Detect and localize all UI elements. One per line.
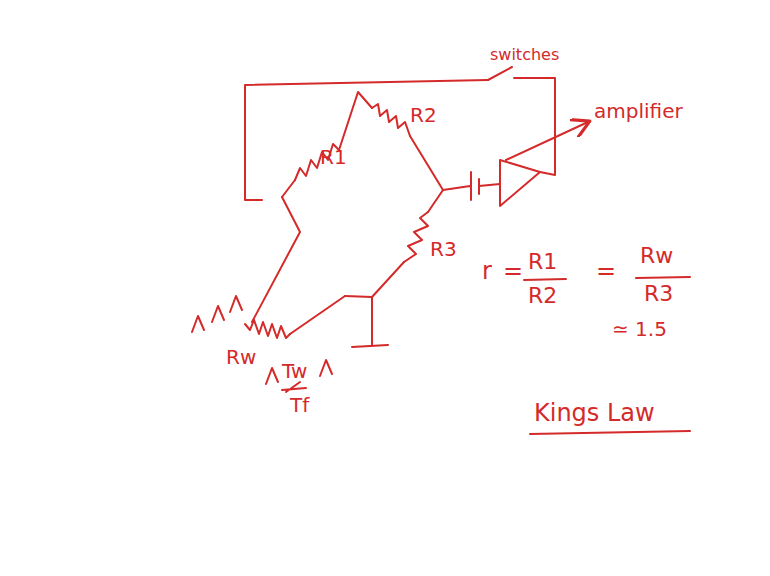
feedback-wire	[514, 78, 555, 175]
equation-term: =	[596, 258, 616, 284]
fraction-bar	[282, 382, 306, 392]
bridge-wire	[282, 180, 295, 197]
equation-term: R2	[528, 284, 557, 308]
annotation: amplifier	[594, 100, 683, 122]
resistor-symbol	[245, 320, 290, 338]
resistor-label: R1	[320, 146, 347, 168]
switch-symbol	[488, 67, 512, 80]
equation-term: ≃ 1.5	[612, 318, 667, 340]
flow-arrow	[266, 360, 332, 384]
temperature-label: Tw	[282, 360, 307, 382]
bridge-wire	[345, 262, 404, 297]
amplifier-symbol	[500, 160, 540, 206]
resistor-symbol	[404, 212, 428, 262]
bridge-wire	[410, 136, 443, 212]
leader-arrow	[506, 122, 588, 160]
equation-term: r	[482, 258, 492, 284]
flow-arrow	[192, 296, 242, 332]
feedback-wire	[245, 80, 488, 200]
temperature-label: Tf	[290, 394, 309, 416]
bridge-wire	[339, 92, 372, 150]
resistor-label: R2	[410, 104, 437, 126]
annotation: switches	[490, 46, 559, 64]
probe-wire	[252, 197, 300, 322]
underline	[530, 431, 690, 434]
resistor-label: Rw	[226, 346, 256, 368]
battery-symbol	[443, 172, 500, 200]
fraction-bar	[636, 277, 690, 278]
note: Kings Law	[534, 400, 655, 426]
ground-symbol	[352, 297, 388, 347]
resistor-label: R3	[430, 238, 457, 260]
equation-term: R3	[644, 282, 673, 306]
equation-term: R1	[528, 250, 557, 274]
equation-term: =	[503, 258, 523, 284]
resistor-symbol	[372, 104, 410, 136]
equation-term: Rw	[640, 244, 673, 268]
fraction-bar	[524, 279, 566, 280]
probe-wire	[290, 296, 345, 334]
